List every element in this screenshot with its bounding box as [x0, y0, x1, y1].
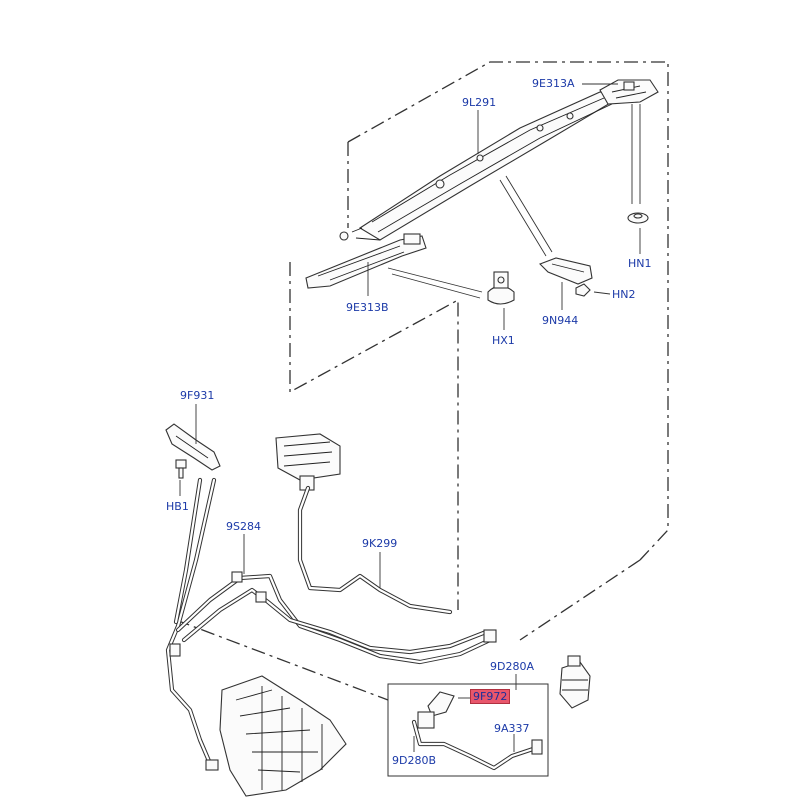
bracket-9F931 [165, 423, 221, 471]
bracket-9E313A [599, 79, 659, 105]
assembly-boundary-upper [347, 61, 669, 561]
label-9F931[interactable]: 9F931 [180, 389, 215, 402]
bolt-HB1 [175, 459, 187, 479]
assembly-boundary-lower [175, 559, 641, 701]
fuel-pump-module [275, 433, 341, 491]
label-9A337[interactable]: 9A337 [494, 722, 530, 735]
fuel-line-9K299 [297, 485, 453, 615]
bracket-9N944 [539, 257, 593, 285]
intake-manifold [219, 675, 347, 797]
leader-lines [179, 83, 641, 752]
assembly-boundary-left [289, 142, 459, 610]
nut-HN2 [575, 283, 591, 297]
label-HB1[interactable]: HB1 [166, 500, 189, 513]
fuel-line-9S284 [165, 477, 497, 771]
high-pressure-pump [559, 655, 591, 709]
label-HX1[interactable]: HX1 [492, 334, 515, 347]
label-9F972[interactable]: 9F972 [470, 689, 511, 704]
label-9E313B[interactable]: 9E313B [346, 301, 389, 314]
label-9K299[interactable]: 9K299 [362, 537, 398, 550]
nut-HN1 [627, 212, 649, 224]
sensor-9F972 [417, 691, 455, 729]
label-9D280A[interactable]: 9D280A [490, 660, 534, 673]
label-HN1[interactable]: HN1 [628, 257, 652, 270]
label-9E313A[interactable]: 9E313A [532, 77, 575, 90]
pipe-9D280B [411, 719, 543, 771]
label-9S284[interactable]: 9S284 [226, 520, 261, 533]
label-9N944[interactable]: 9N944 [542, 314, 579, 327]
label-9D280B[interactable]: 9D280B [392, 754, 437, 767]
label-HN2[interactable]: HN2 [612, 288, 636, 301]
rail-end-cap [339, 231, 349, 241]
label-9L291[interactable]: 9L291 [462, 96, 497, 109]
bracket-9E313B [305, 233, 427, 289]
detail-box-9D280A [387, 683, 549, 777]
fuel-rail-assembly-9L291 [339, 91, 624, 241]
mount-HX1 [487, 271, 515, 305]
